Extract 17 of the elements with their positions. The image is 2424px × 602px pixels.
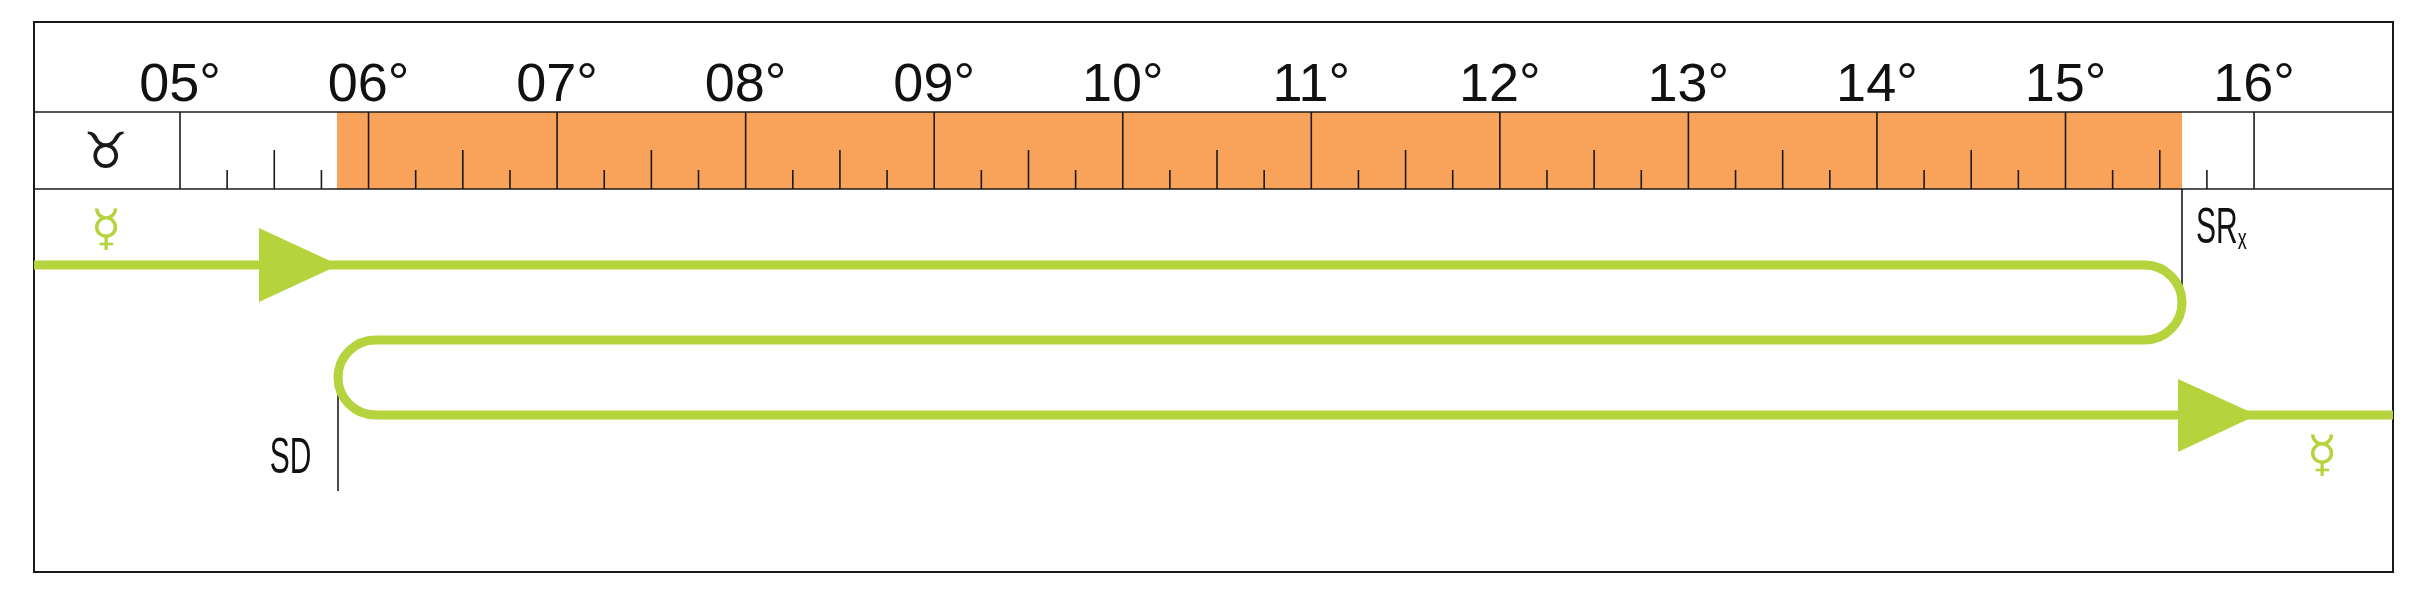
- degree-label: 05°: [139, 55, 221, 109]
- degree-label: 10°: [1081, 55, 1164, 109]
- degree-label: 07°: [516, 55, 598, 109]
- station-label: SR$_{x}$: [2196, 201, 2247, 251]
- degree-label: 08°: [704, 55, 787, 109]
- degree-label: 13°: [1647, 55, 1730, 109]
- planet-symbol-label: ☿: [2306, 429, 2338, 479]
- degree-label: 12°: [1459, 55, 1541, 109]
- degree-label: 06°: [327, 55, 410, 109]
- degree-label: 11°: [1272, 55, 1351, 109]
- degree-label: 15°: [2024, 55, 2107, 109]
- station-label: SD: [269, 431, 311, 481]
- degree-label: 09°: [893, 55, 975, 109]
- degree-label: 14°: [1836, 55, 1918, 109]
- planet-symbol-label: ☿: [90, 203, 122, 253]
- zodiac-sign-label: ♉: [83, 126, 129, 176]
- degree-label: 16°: [2213, 55, 2295, 109]
